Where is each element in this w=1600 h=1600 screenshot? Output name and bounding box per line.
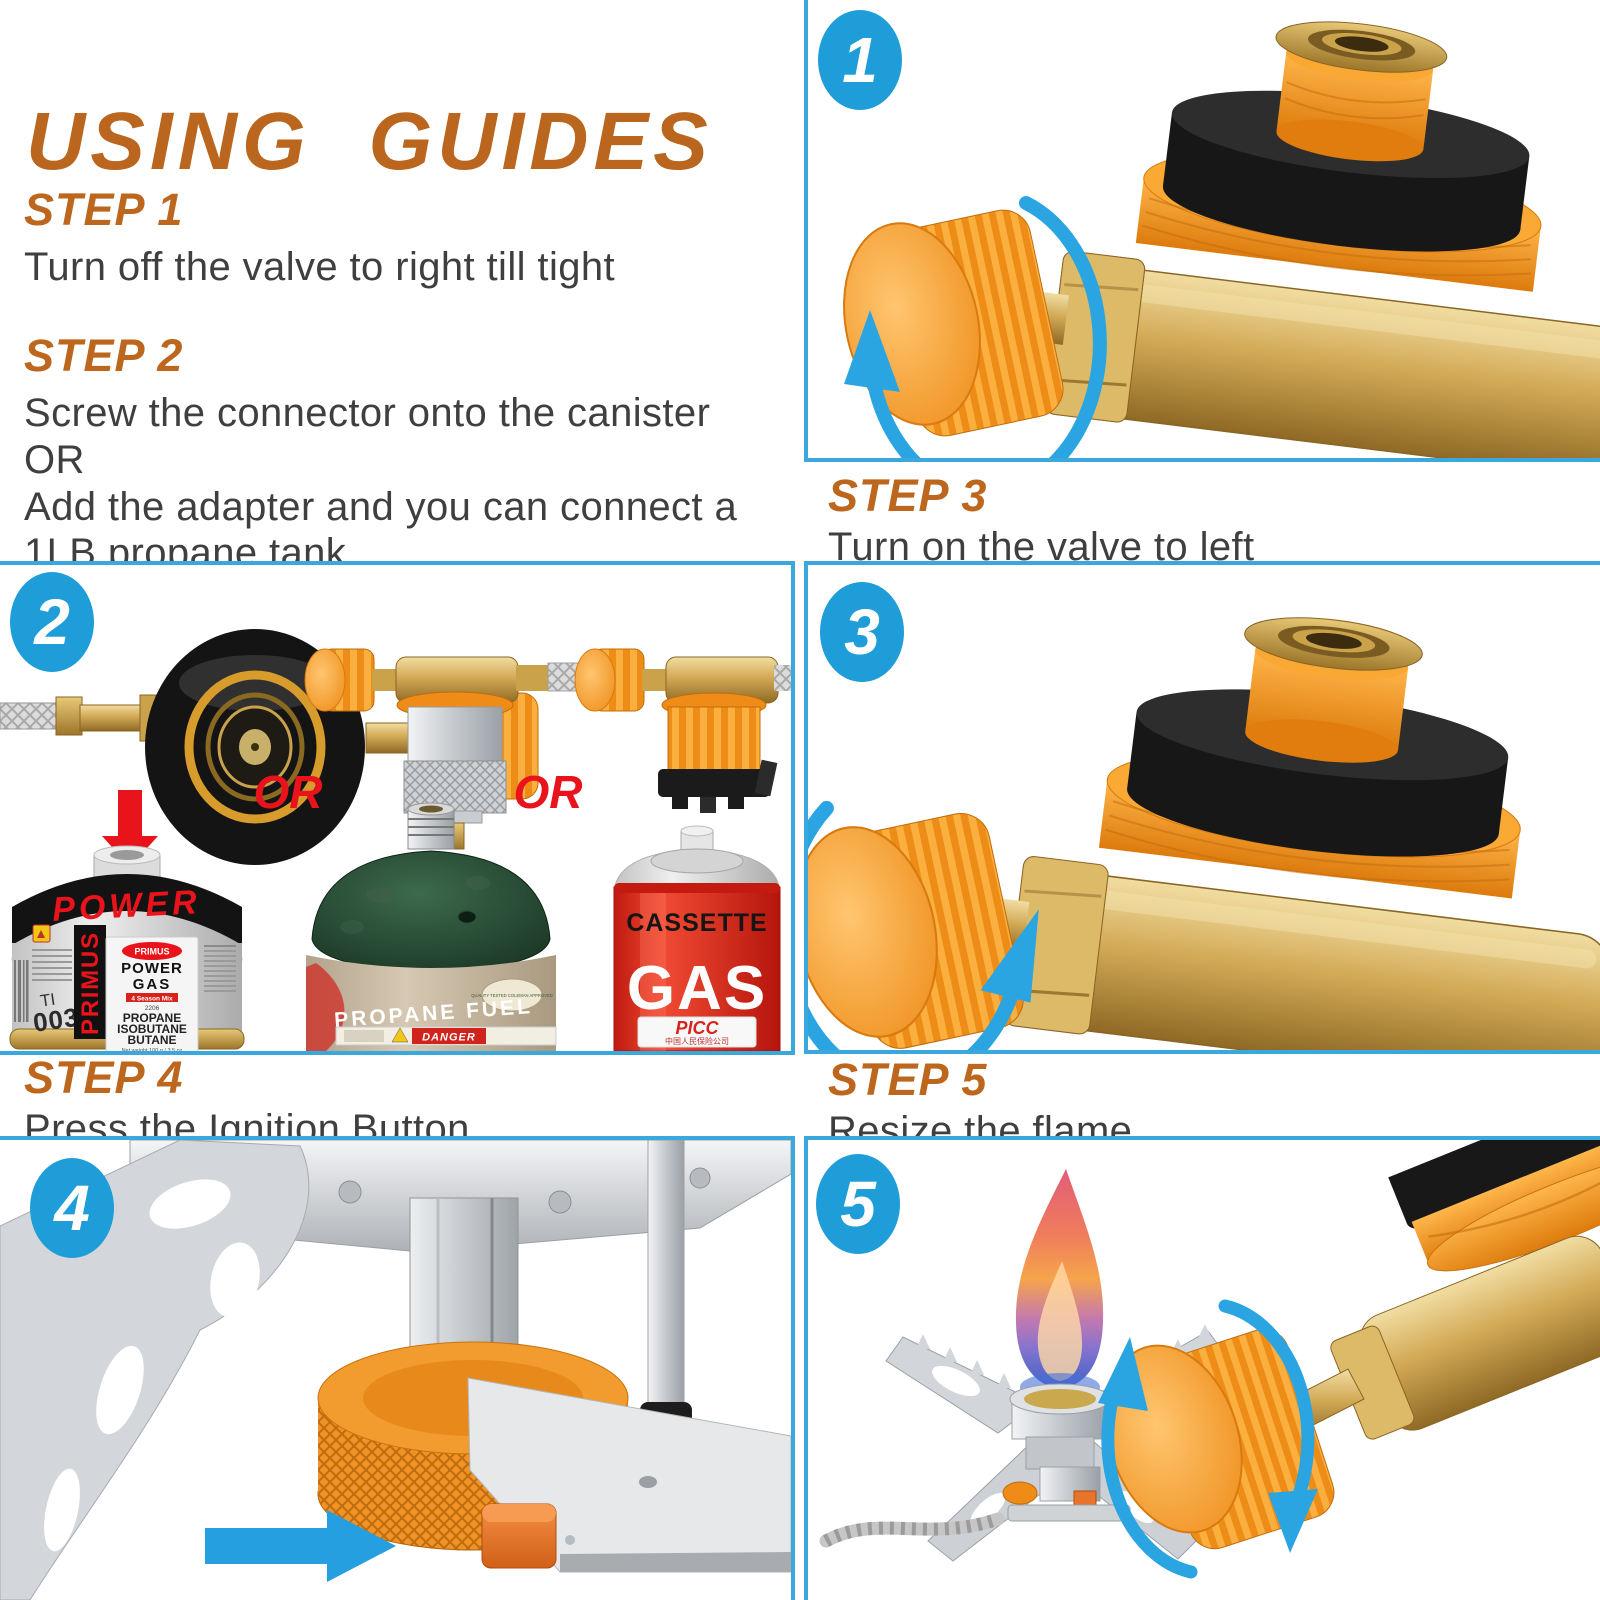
step5-label: STEP 5 (828, 1054, 988, 1105)
step3-text-block: STEP 3 Turn on the valve to left (828, 470, 1255, 571)
valve-knob (843, 209, 1064, 437)
primus-fuel-3: BUTANE (127, 1033, 176, 1047)
svg-text:TI: TI (39, 990, 57, 1011)
panel-step1-photo (804, 0, 1600, 462)
connector-with-butane-adapter (574, 648, 791, 813)
step2-instruction-2: OR (24, 437, 85, 482)
cassette-gas-can: CASSETTE GAS PICC 中国人民保险公司 (613, 825, 781, 1051)
valve-assembly (843, 21, 1600, 458)
stove-flame (1015, 1169, 1104, 1401)
panel-step4-photo (0, 1136, 795, 1600)
or-label-left: OR (254, 766, 323, 818)
resize-rotation-arrows (1098, 1299, 1318, 1579)
valve-knob (808, 813, 1024, 1049)
step1-label: STEP 1 (24, 184, 184, 235)
valve-close-up-1 (843, 21, 1600, 458)
step2-number-badge: 2 (10, 572, 94, 672)
support-rod (647, 1140, 685, 1421)
primus-logo-text: PRIMUS (134, 947, 169, 957)
page-title: USING GUIDES (26, 95, 713, 187)
step5-number-badge: 5 (816, 1154, 900, 1254)
cassette-brand-text: CASSETTE (626, 909, 767, 937)
propane-tank: QUALITY TESTED COLEMAN APPROVED PROPANE … (306, 802, 557, 1051)
primus-mix-text: 4 Season Mix (131, 996, 173, 1003)
step5-text-block: STEP 5 Resize the flame (828, 1054, 1132, 1155)
flame-adjust-illustration (819, 1140, 1600, 1579)
step2-text-block: STEP 2 Screw the connector onto the cani… (24, 330, 737, 577)
turn-right-arrow (844, 196, 1107, 458)
step3-label: STEP 3 (828, 470, 988, 521)
panel-step2-photo: OR OR POWER TI 0 (0, 561, 795, 1055)
step2-instruction-1: Screw the connector onto the canister (24, 391, 711, 435)
step2-label: STEP 2 (24, 330, 184, 381)
step1-text-block: STEP 1 Turn off the valve to right till … (24, 184, 615, 291)
panel-step3-photo (804, 561, 1600, 1054)
step4-label: STEP 4 (24, 1052, 184, 1103)
danger-label: DANGER (422, 1032, 476, 1044)
valve-close-up-3 (808, 617, 1600, 1050)
primus-fuel-1: PROPANE (123, 1011, 181, 1025)
picc-chinese-text: 中国人民保险公司 (665, 1036, 729, 1046)
valve-assembly (1105, 1140, 1600, 1550)
press-arrow (205, 1510, 396, 1582)
step4-number-badge: 4 (30, 1158, 114, 1258)
primus-product-1: POWER (121, 960, 183, 977)
panel-step5-photo (804, 1136, 1600, 1600)
connector-with-propane-adapter (304, 648, 619, 850)
connector-on-canister (0, 629, 539, 865)
or-label-right: OR (514, 766, 583, 818)
canister-options-illustration: OR OR POWER TI 0 (0, 629, 791, 1051)
step3-number-badge: 3 (820, 582, 904, 682)
primus-power-gas-canister: POWER TI 0036 PRIMUS PRIMUS PO (9, 845, 245, 1051)
cassette-gas-text: GAS (627, 954, 767, 1023)
step1-number-badge: 1 (818, 10, 902, 110)
ignition-close-up (0, 1140, 791, 1600)
primus-side-stripe-text: PRIMUS (77, 931, 104, 1035)
turn-left-arrow (808, 800, 1039, 1050)
ignition-button[interactable] (481, 1503, 575, 1569)
primus-band-text: POWER (51, 883, 201, 929)
primus-net-weight: Net weight 100 g / 3.5 oz (122, 1048, 183, 1051)
fuel-hose (819, 1512, 1005, 1548)
primus-fuel-2: ISOBUTANE (117, 1022, 187, 1036)
coleman-ribbon-text: QUALITY TESTED COLEMAN APPROVED (471, 993, 553, 998)
picc-logo-text: PICC (675, 1018, 719, 1038)
step1-instruction: Turn off the valve to right till tight (24, 245, 616, 289)
valve-assembly (808, 617, 1600, 1050)
primus-product-2: GAS (133, 976, 172, 993)
primus-model-text: 2206 (145, 1005, 160, 1012)
step2-instruction-3: Add the adapter and you can connect a (24, 484, 738, 529)
